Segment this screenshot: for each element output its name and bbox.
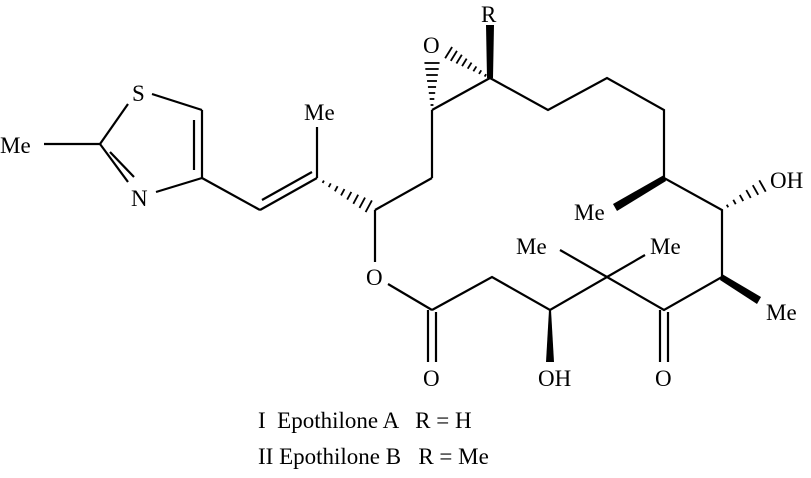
bond xyxy=(375,178,432,210)
atom-label: N xyxy=(131,186,148,211)
hash-line xyxy=(753,185,758,195)
atom-label: Me xyxy=(516,234,547,259)
hash-line xyxy=(353,195,358,204)
hash-line xyxy=(323,181,324,183)
bond xyxy=(156,178,202,192)
bond xyxy=(432,78,490,110)
atom-label: O xyxy=(366,265,383,290)
caption-line-1: I Epothilone A R = H xyxy=(258,408,472,434)
atom-label: Me xyxy=(0,133,31,158)
bond xyxy=(100,104,128,144)
wedge-bond xyxy=(613,175,666,211)
wedge-bond xyxy=(546,310,554,362)
atom-label: Me xyxy=(766,300,797,325)
wedge-bond xyxy=(720,274,761,304)
hash-line xyxy=(740,195,743,201)
bond xyxy=(388,284,432,310)
hash-line xyxy=(341,189,344,195)
hashed-bond xyxy=(424,63,439,105)
hash-line xyxy=(456,55,461,64)
atom-label: R xyxy=(481,2,497,27)
bond xyxy=(607,255,645,277)
bond xyxy=(100,144,128,182)
bond xyxy=(432,78,722,310)
bond xyxy=(560,250,607,277)
hash-line xyxy=(366,200,372,212)
atom-label: Me xyxy=(650,234,681,259)
hash-line xyxy=(451,51,457,61)
hash-line xyxy=(462,59,467,66)
hash-line xyxy=(329,183,331,187)
hash-line xyxy=(727,205,728,208)
atom-label: O xyxy=(423,33,440,58)
hash-line xyxy=(445,47,452,58)
atom-label: OH xyxy=(770,168,803,193)
hash-line xyxy=(473,66,476,71)
bond xyxy=(152,94,202,110)
caption-line-2: II Epothilone B R = Me xyxy=(258,444,489,470)
hashed-bond xyxy=(323,181,372,213)
hash-line xyxy=(335,186,338,191)
atom-label: O xyxy=(655,366,672,391)
hashed-bond xyxy=(445,47,486,77)
hash-line xyxy=(759,180,765,191)
hash-line xyxy=(347,192,351,200)
atom-label: Me xyxy=(574,200,605,225)
bond xyxy=(202,178,260,210)
hash-line xyxy=(359,198,365,208)
hash-line xyxy=(733,200,735,204)
atom-label: S xyxy=(132,81,145,106)
atom-label: Me xyxy=(304,100,335,125)
atom-label: OH xyxy=(538,366,571,391)
wedge-bond xyxy=(486,25,494,78)
atom-label: O xyxy=(423,366,440,391)
hashed-bond xyxy=(727,180,766,207)
bond xyxy=(260,178,317,210)
hash-line xyxy=(485,74,486,76)
hash-line xyxy=(468,63,472,69)
hash-line xyxy=(479,70,481,74)
hash-line xyxy=(746,190,750,198)
